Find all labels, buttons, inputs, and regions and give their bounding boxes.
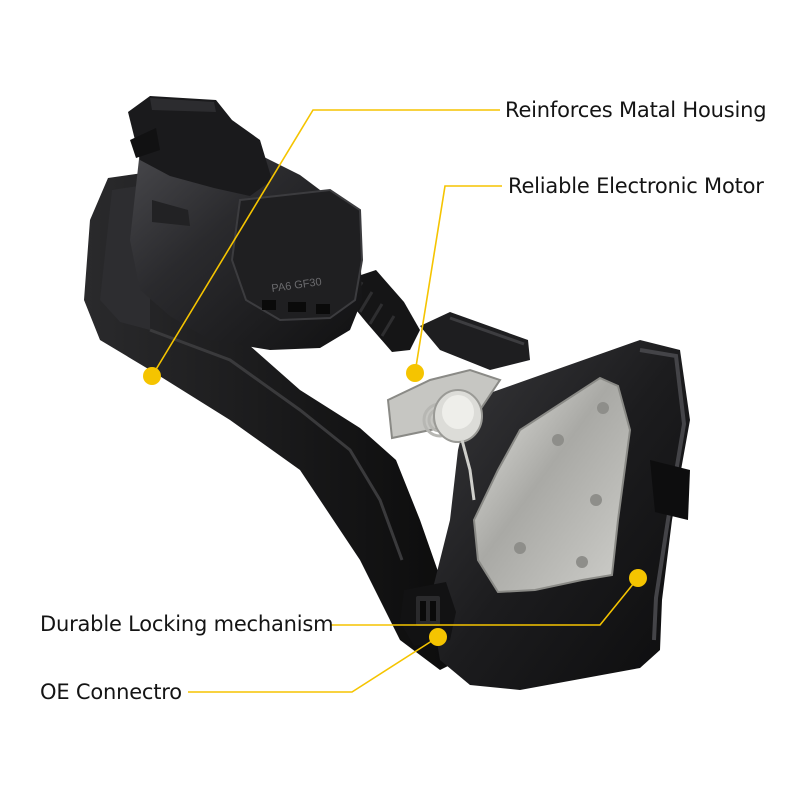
connector-leader [188,636,439,693]
housing-dot [143,367,161,385]
connector-dot [429,628,447,646]
callout-locking-mechanism: Durable Locking mechanism [40,612,334,636]
callout-lines [151,109,639,693]
callout-electronic-motor: Reliable Electronic Motor [508,174,764,198]
metal-latch-plate [472,376,632,594]
housing-leader [151,109,500,377]
callout-reinforced-housing: Reinforces Matal Housing [505,98,767,122]
callout-oe-connector: OE Connectro [40,680,182,704]
top-connector [128,96,272,196]
motor-can [230,188,364,322]
locking-leader [330,577,639,626]
locking-dot [629,569,647,587]
callout-dots [143,364,647,646]
motor-dot [406,364,424,382]
release-lever [420,312,530,370]
motor-leader [414,185,502,374]
rubber-boot [348,270,420,352]
